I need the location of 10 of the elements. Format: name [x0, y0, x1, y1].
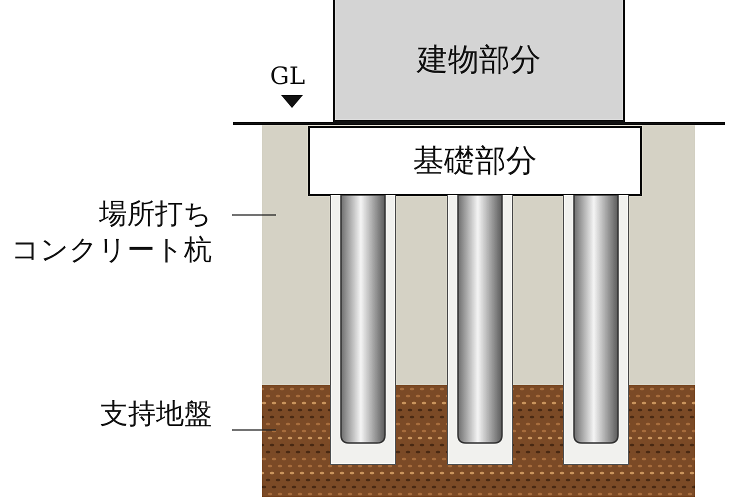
foundation-box: 基礎部分	[308, 126, 642, 196]
building-box: 建物部分	[333, 0, 625, 122]
leader-line	[232, 429, 276, 431]
leader-line	[232, 214, 276, 216]
ground-level-label: GL	[270, 62, 306, 90]
concrete-pile	[330, 195, 396, 465]
concrete-pile	[563, 195, 629, 465]
pile-label: 場所打ちコンクリート杭	[0, 196, 212, 276]
bearing-layer-label: 支持地盤	[30, 396, 212, 436]
concrete-pile	[447, 195, 513, 465]
